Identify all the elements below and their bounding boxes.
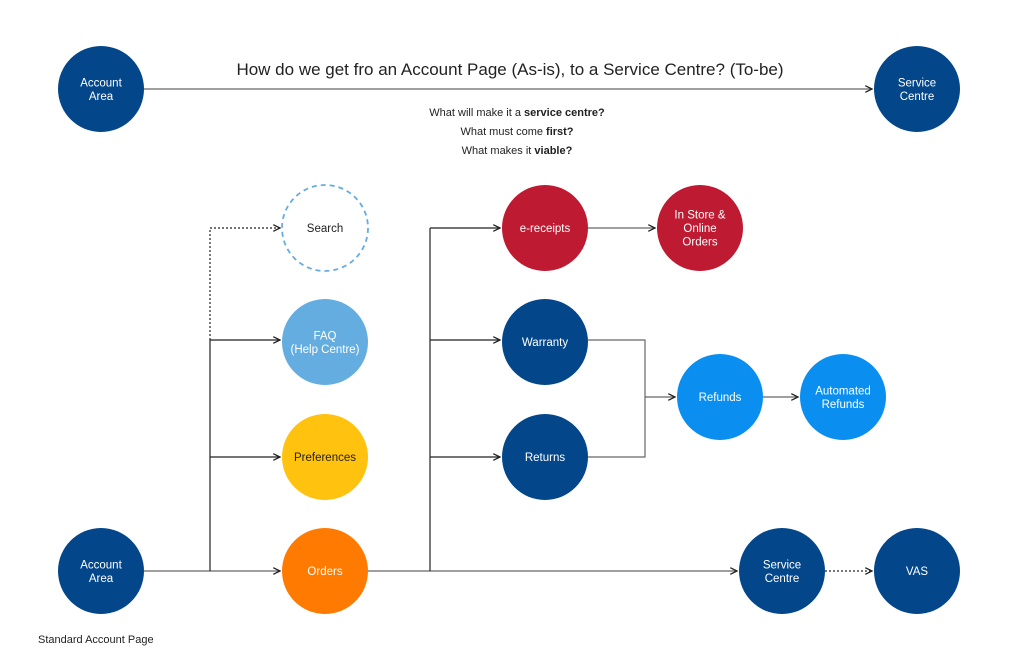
node-returns: Returns [502,414,588,500]
node-label: Area [89,573,114,585]
search-dotted-arrow [209,228,280,340]
node-label: Automated [815,385,871,397]
node-label: Online [683,223,716,235]
node-label: Account [80,559,122,571]
node-label: Returns [525,452,566,464]
footer-label: Standard Account Page [38,634,154,646]
page-title: How do we get fro an Account Page (As-is… [236,60,783,79]
node-circle [281,184,369,272]
node-circle [502,299,588,385]
node-label: Service [898,77,936,89]
node-warranty: Warranty [502,299,588,385]
node-circle [502,414,588,500]
node-circle [58,46,144,132]
node-preferences: Preferences [282,414,368,500]
node-label: Account [80,77,122,89]
question-1: What will make it a service centre? [429,107,605,119]
node-circle [282,299,368,385]
node-label: Service [763,559,801,571]
node-label: Search [307,223,343,235]
node-label: Refunds [822,399,865,411]
node-label: e-receipts [520,223,571,235]
question-3: What makes it viable? [462,145,573,157]
node-circle [282,414,368,500]
node-label: Area [89,91,114,103]
node-circle [677,354,763,440]
node-orders: Orders [282,528,368,614]
node-circle [58,528,144,614]
node-search: Search [281,184,369,272]
question-2: What must come first? [460,126,573,138]
node-label: Warranty [522,337,568,349]
node-circle [502,185,588,271]
node-label: Orders [307,566,342,578]
node-circle [657,185,743,271]
node-label: (Help Centre) [290,344,359,356]
connectors [144,89,872,571]
node-refunds: Refunds [677,354,763,440]
node-label: Orders [682,237,717,249]
node-ereceipts: e-receipts [502,185,588,271]
warranty-returns-merge [588,339,646,458]
node-label: Centre [900,91,935,103]
node-label: Preferences [294,452,356,464]
node-label: VAS [906,566,928,578]
node-faq: FAQ (Help Centre) [282,299,368,385]
node-label: Centre [765,573,800,585]
node-circle [800,354,886,440]
node-circle [874,528,960,614]
node-label: In Store & [674,210,725,222]
node-vas: VAS [874,528,960,614]
node-circle [282,528,368,614]
node-label: Refunds [699,392,742,404]
node-circle [874,46,960,132]
node-label: FAQ [313,330,336,342]
node-circle [739,528,825,614]
